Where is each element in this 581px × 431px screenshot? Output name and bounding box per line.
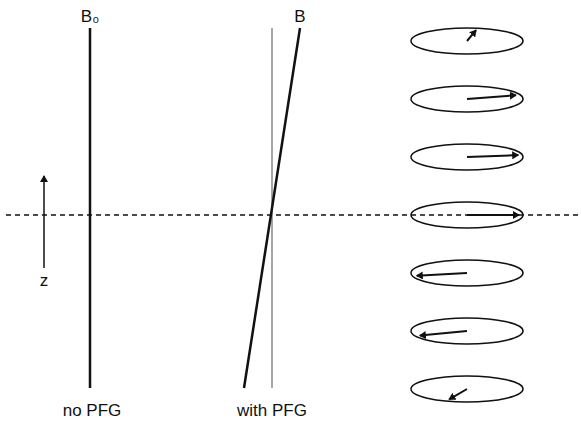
spin-vector xyxy=(420,331,467,336)
caption-label: no PFG xyxy=(63,402,122,419)
precession-ellipse xyxy=(411,376,523,402)
z-axis-arrow xyxy=(43,176,45,268)
precession-ellipse xyxy=(411,202,523,228)
spin-vector xyxy=(417,273,467,276)
spin-vector xyxy=(467,95,516,99)
spin-vector xyxy=(467,30,476,41)
axis-label: z xyxy=(40,272,49,289)
spin-vector xyxy=(467,155,518,157)
field-label: B₀ xyxy=(81,8,99,25)
precession-ellipse xyxy=(411,86,523,112)
spin-ellipses xyxy=(411,28,523,402)
field-label: B xyxy=(294,8,305,25)
caption-label: with PFG xyxy=(237,402,307,419)
precession-ellipse xyxy=(411,260,523,286)
spin-vector xyxy=(449,389,467,399)
uniform-field-line xyxy=(89,28,92,388)
gradient-field-line xyxy=(244,28,300,388)
spin-vector xyxy=(467,214,519,216)
center-plane xyxy=(6,214,578,216)
precession-ellipse xyxy=(411,144,523,170)
precession-ellipse xyxy=(411,28,523,54)
precession-ellipse xyxy=(411,318,523,344)
